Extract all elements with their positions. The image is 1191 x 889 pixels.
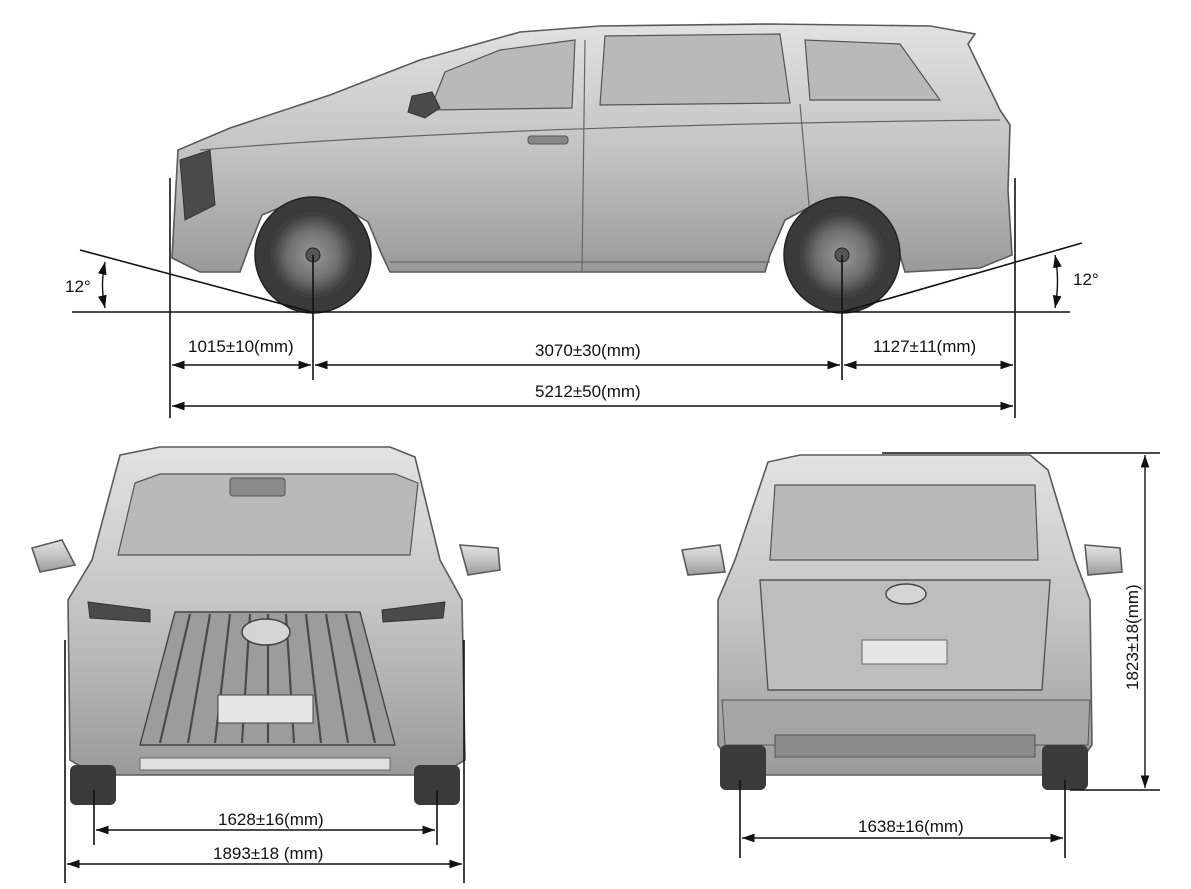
rear-track-label: 1638±16(mm) [858,817,964,836]
front-view: 1628±16(mm) 1893±18 (mm) [30,446,501,883]
front-view-right-headlamp [381,601,446,623]
departure-angle-label: 12° [1073,270,1099,289]
rear-view: 1823±18(mm) 1638±16(mm) [681,452,1160,858]
rear-view-emblem-lettering [861,639,948,665]
front-view-badge-icon [241,618,291,646]
side-view-door-line [581,39,586,273]
front-view-license-plate [217,694,314,724]
side-view-window-rear [804,39,942,101]
front-view-left-tire [70,765,116,805]
rear-view-badge-icon [885,583,927,605]
side-view-window-front [429,39,576,111]
front-track-label: 1628±16(mm) [218,810,324,829]
front-view-right-mirror [458,544,501,576]
rear-overhang-label: 1127±11(mm) [873,337,976,356]
side-view-headlamp [179,149,216,221]
departure-angle-arc [1052,254,1062,309]
side-view-door-handle [527,135,569,145]
front-view-windshield [117,473,419,556]
overall-width-label: 1893±18 (mm) [213,844,323,863]
wheelbase-label: 3070±30(mm) [535,341,641,360]
rear-view-right-mirror [1084,544,1123,576]
front-view-left-headlamp [87,601,151,623]
front-view-left-mirror [30,539,77,573]
front-overhang-label: 1015±10(mm) [188,337,294,356]
side-view-window-middle [599,33,791,106]
front-view-right-tire [414,765,460,805]
overall-length-label: 5212±50(mm) [535,382,641,401]
overall-height-label: 1823±18(mm) [1123,584,1142,690]
front-view-skid-plate [139,757,391,771]
rear-view-tailgate [759,579,1051,691]
rear-view-left-tire [720,745,766,790]
side-view-mirror [407,91,441,119]
front-view-rearview-mirror [229,477,286,497]
rear-view-bumper [721,699,1091,746]
rear-view-diffuser [774,734,1036,758]
rear-view-rear-window [769,484,1039,561]
approach-angle-line [79,249,313,313]
rear-view-left-mirror [681,544,726,576]
side-view-character-line [199,119,1001,151]
approach-angle-arc [98,261,107,309]
departure-angle-line [841,242,1083,313]
side-view: 12° 12° 1015±10(mm) 3070±30(mm) 1127±11(… [65,23,1099,418]
approach-angle-label: 12° [65,277,91,296]
rear-view-right-tire [1042,745,1088,790]
